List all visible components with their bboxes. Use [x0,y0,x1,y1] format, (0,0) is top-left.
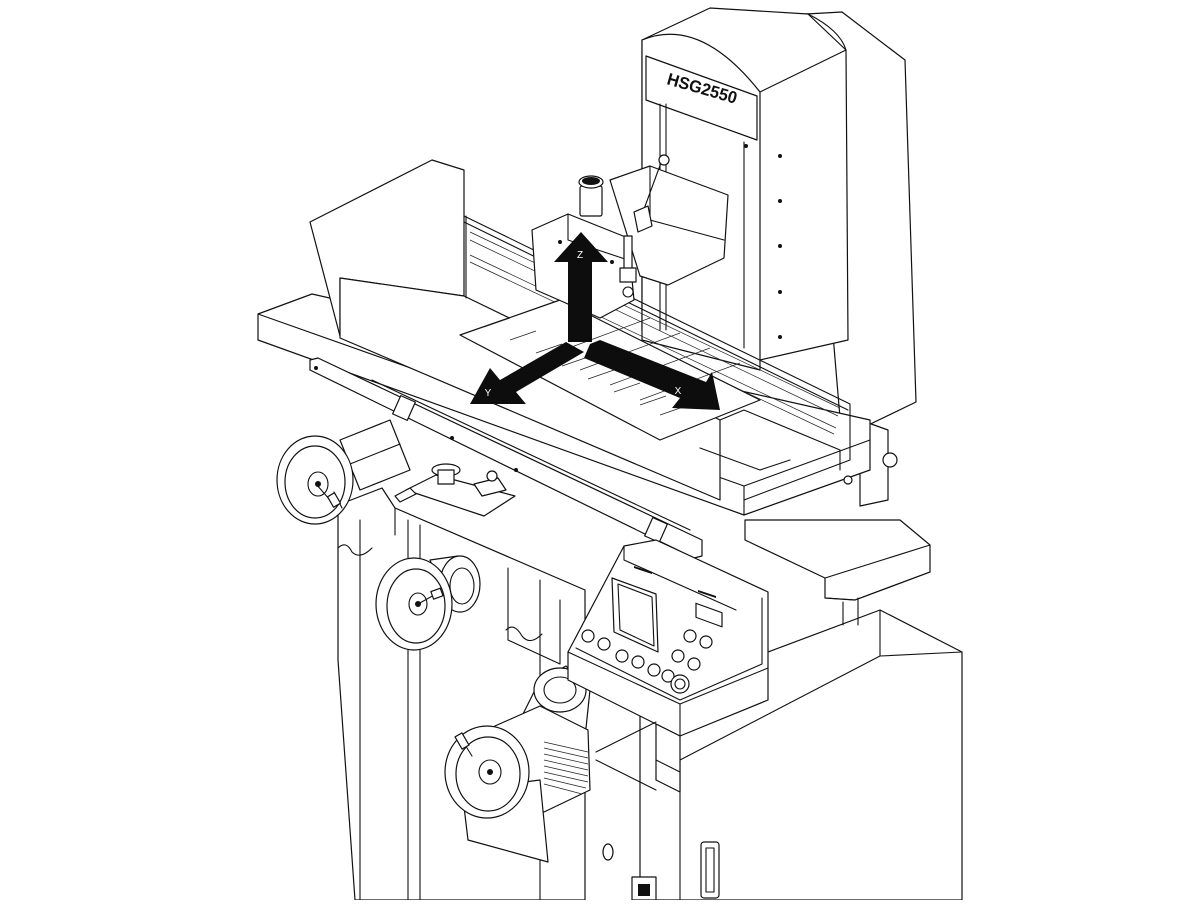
round-button-icon[interactable] [687,657,701,671]
round-button-icon[interactable] [671,649,685,663]
y-axis-label: Y [485,388,492,399]
handwheel-icon[interactable] [444,665,591,863]
dresser-fixture [394,463,516,517]
round-button-icon[interactable] [597,637,611,651]
panel-stand [595,721,681,793]
round-button-icon[interactable] [647,663,661,677]
x-axis-label: X [675,386,682,397]
round-button-icon[interactable] [683,629,697,643]
emergency-stop-button[interactable] [670,674,690,694]
z-axis-label: Z [577,250,583,261]
round-button-icon[interactable] [581,629,595,643]
round-button-icon[interactable] [699,635,713,649]
control-screen [611,577,659,653]
round-button-icon[interactable] [661,669,675,683]
round-button-icon[interactable] [631,655,645,669]
control-panel [567,539,769,737]
axis-arrows: Z Y X [470,232,720,410]
handwheel-icon[interactable] [375,555,481,651]
y-axis-arrow [470,342,584,404]
handwheel-icon[interactable] [276,419,411,525]
round-button-icon[interactable] [615,649,629,663]
x-axis-arrow [584,340,720,410]
z-axis-arrow [554,232,608,342]
model-plate [645,55,758,141]
